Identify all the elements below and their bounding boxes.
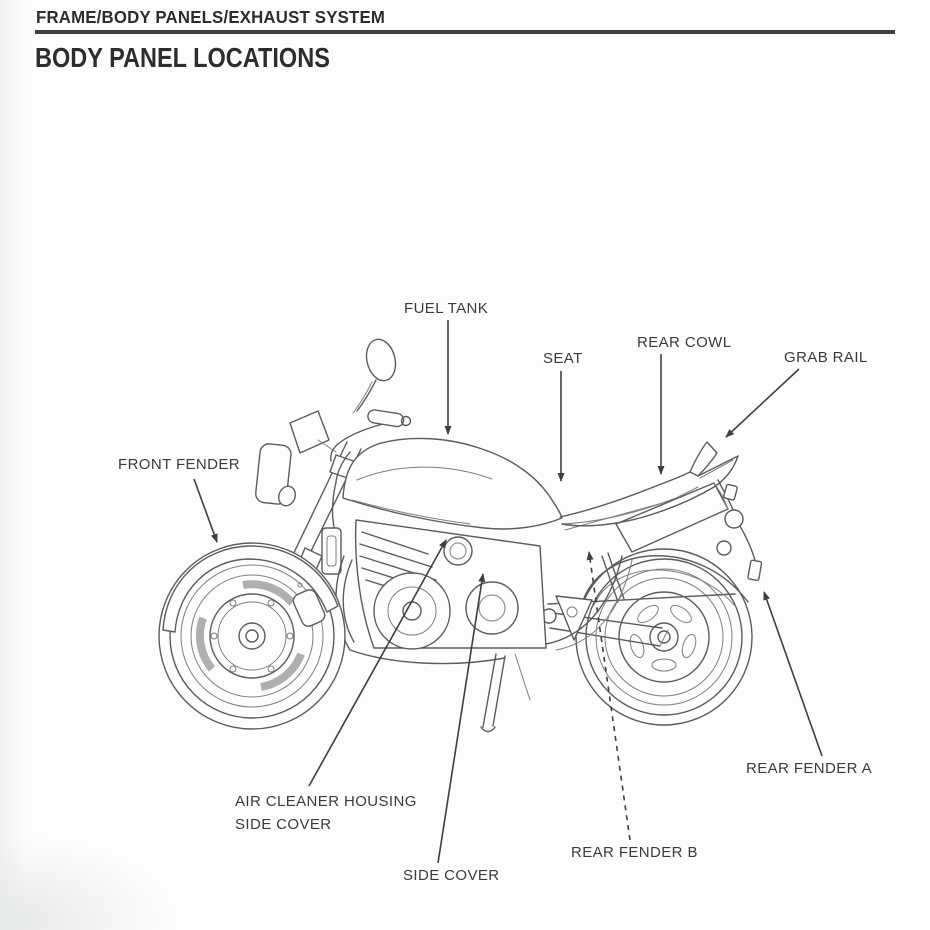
rear-fender-a-drawing	[716, 479, 763, 582]
seat-rear-cowl-drawing	[559, 441, 739, 527]
label-seat: SEAT	[543, 350, 583, 367]
label-rear-fender-b: REAR FENDER B	[571, 844, 698, 861]
label-grab-rail: GRAB RAIL	[784, 349, 868, 366]
front-wheel-drawing	[158, 542, 346, 730]
label-front-fender: FRONT FENDER	[118, 456, 241, 473]
leader-front-fender	[193, 478, 218, 543]
swingarm-drawing	[541, 552, 749, 647]
front-fender-drawing	[162, 545, 339, 633]
leader-lines	[193, 320, 823, 864]
label-side-cover: SIDE COVER	[403, 867, 500, 884]
front-cockpit-drawing	[255, 338, 412, 507]
label-rear-fender-a: REAR FENDER A	[746, 760, 873, 777]
leader-air-cleaner-housing-side-cover	[308, 539, 447, 787]
label-rear-cowl: REAR COWL	[637, 334, 732, 351]
label-fuel-tank: FUEL TANK	[404, 300, 489, 317]
leader-grab-rail	[725, 368, 800, 438]
leader-rear-fender-a	[763, 591, 823, 757]
label-air-cleaner-housing-side-cover: AIR CLEANER HOUSING SIDE COVER	[235, 793, 417, 833]
fuel-tank-drawing	[342, 437, 563, 530]
section-header: FRAME/BODY PANELS/EXHAUST SYSTEM	[36, 7, 386, 27]
leader-side-cover	[437, 573, 486, 864]
kickstand-drawing	[480, 653, 531, 733]
page-title: BODY PANEL LOCATIONS	[35, 42, 330, 73]
muffler-drawing	[615, 482, 729, 553]
leader-rear-fender-b	[586, 551, 631, 841]
header-rule	[35, 30, 895, 34]
